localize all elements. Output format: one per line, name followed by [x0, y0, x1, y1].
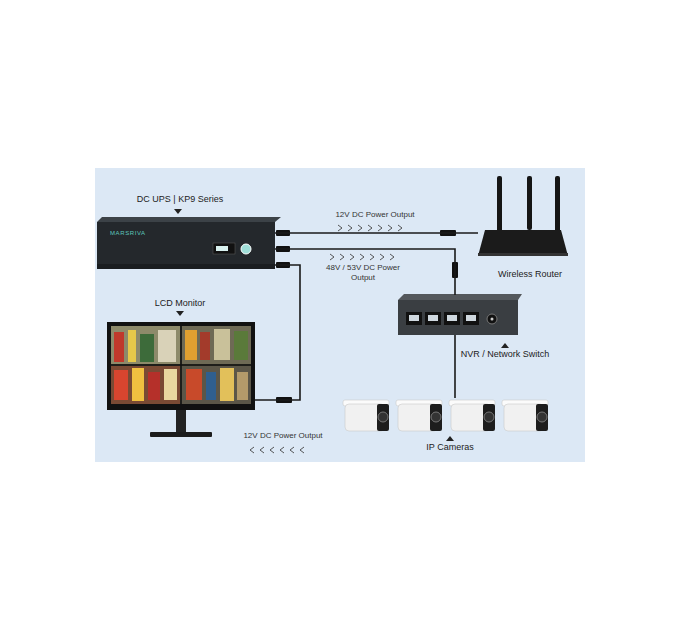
device-label: LCD Monitor [105, 298, 255, 309]
power-cable [275, 249, 455, 295]
switch-device [398, 294, 522, 335]
edge-label: 12V DC Power Output [320, 210, 430, 220]
monitor-device [107, 322, 255, 437]
direction-chevrons [250, 225, 402, 453]
cable-plugs [276, 230, 458, 403]
pointer-triangles [174, 209, 509, 441]
power-cable [255, 265, 300, 400]
power-cable [275, 232, 478, 234]
device-node: IP Cameras [345, 398, 557, 434]
router-device [478, 176, 568, 256]
device-node: Wireless Router [478, 228, 568, 256]
device-node: LCD Monitor [107, 322, 255, 410]
device-label: NVR / Network Switch [440, 349, 570, 360]
device-label: IP Cameras [390, 442, 510, 453]
background-panel [95, 168, 585, 462]
ups-device [97, 217, 281, 269]
camera-devices [343, 400, 548, 431]
edge-label: 48V / 53V DC Power Output [325, 263, 401, 283]
device-node: NVR / Network Switch [398, 295, 518, 335]
brand-label: MARSRIVA [110, 230, 146, 236]
edge-label: 12V DC Power Output [228, 431, 338, 441]
device-label: DC UPS | KP9 Series [85, 194, 275, 205]
device-label: Wireless Router [475, 269, 585, 280]
device-node: DC UPS | KP9 Series [97, 219, 275, 271]
power-cable [454, 335, 456, 398]
